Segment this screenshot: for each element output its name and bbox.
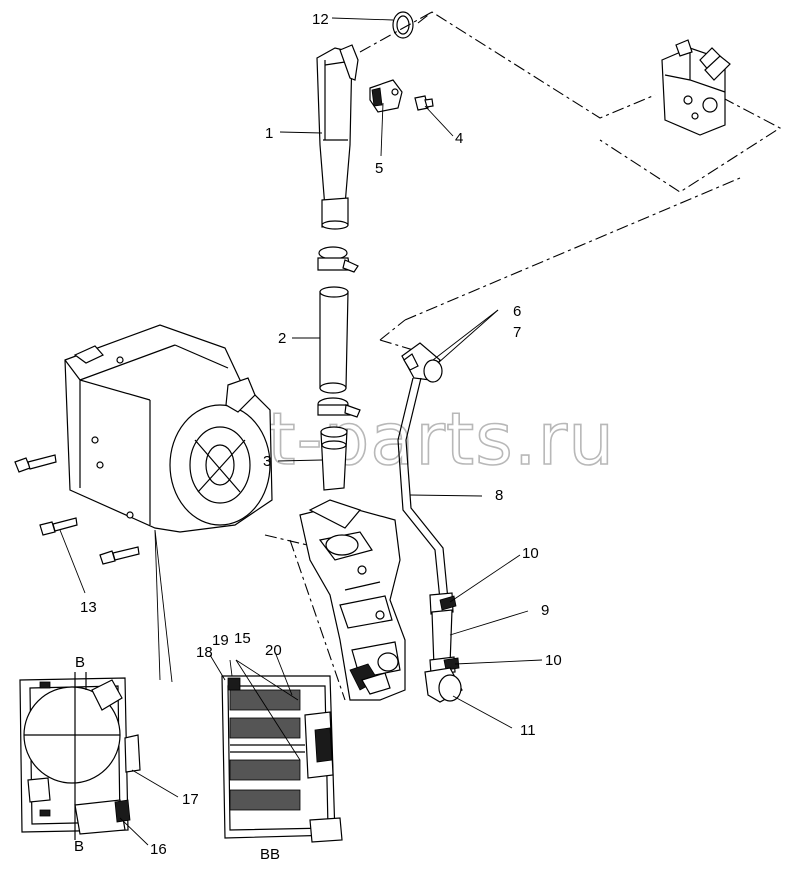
callout-1: 1 bbox=[265, 125, 273, 142]
callout-18: 18 bbox=[196, 644, 213, 661]
fitting-housing bbox=[661, 39, 731, 136]
intake-manifold bbox=[299, 499, 406, 701]
callout-10-upper: 10 bbox=[522, 545, 539, 562]
bolt-part-4 bbox=[414, 95, 434, 111]
callout-6: 6 bbox=[513, 303, 521, 320]
intake-tube-part-1 bbox=[316, 44, 359, 230]
callout-10-lower: 10 bbox=[545, 652, 562, 669]
callout-13: 13 bbox=[80, 599, 97, 616]
routing-lines bbox=[264, 11, 782, 701]
hose-clamp-lower bbox=[317, 397, 361, 418]
callout-5: 5 bbox=[375, 160, 383, 177]
callout-4: 4 bbox=[455, 130, 463, 147]
section-label-b-bottom: B bbox=[74, 838, 84, 855]
callout-19: 19 bbox=[212, 632, 229, 649]
section-label-bb: BB bbox=[260, 846, 280, 863]
adapter-tube-part-3 bbox=[320, 426, 348, 491]
leader-lines bbox=[59, 17, 543, 846]
callout-12: 12 bbox=[312, 11, 329, 28]
pipe-part-8 bbox=[397, 377, 449, 601]
callout-11: 11 bbox=[520, 722, 536, 739]
callout-17: 17 bbox=[182, 791, 199, 808]
callout-20: 20 bbox=[265, 642, 282, 659]
bolts-part-13 bbox=[14, 454, 140, 565]
callout-9: 9 bbox=[541, 602, 549, 619]
section-b-view bbox=[19, 672, 141, 840]
section-label-b-top: B bbox=[75, 654, 85, 671]
callout-8: 8 bbox=[495, 487, 503, 504]
section-bb-view bbox=[221, 675, 343, 843]
hose-part-2 bbox=[319, 286, 349, 394]
callout-7: 7 bbox=[513, 324, 521, 341]
callout-2: 2 bbox=[278, 330, 286, 347]
hose-assembly-part-9-10-11 bbox=[424, 592, 463, 703]
hose-clamp-upper bbox=[317, 246, 359, 273]
blower-housing bbox=[64, 324, 273, 533]
callout-16: 16 bbox=[150, 841, 167, 858]
elbow-fitting-part-6-7 bbox=[401, 342, 443, 383]
callout-15: 15 bbox=[234, 630, 251, 647]
callouts: 12 1 5 4 2 3 6 7 8 10 9 10 11 13 18 19 1… bbox=[74, 11, 562, 863]
bracket-part-5 bbox=[369, 79, 403, 113]
o-ring-part-12 bbox=[392, 11, 414, 39]
callout-3: 3 bbox=[263, 453, 271, 470]
